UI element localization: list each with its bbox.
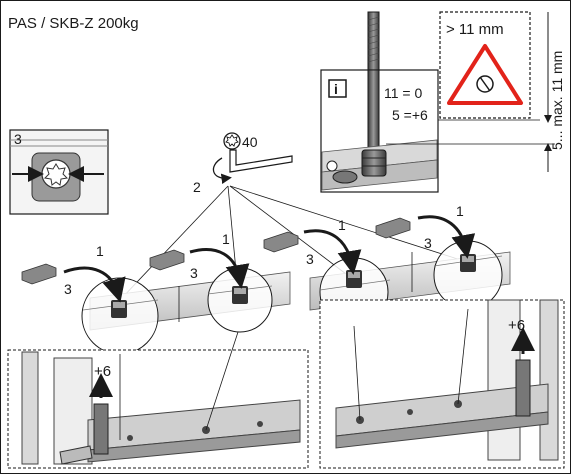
clip-pieces (21, 217, 411, 285)
step-1-label-a: 1 (96, 243, 104, 259)
step-1-label-c: 1 (338, 217, 346, 233)
threaded-rod-detail: i 11 = 0 5 =+6 (320, 11, 439, 193)
tool-callout: 40 2 (119, 132, 468, 301)
info-row-b: 5 =+6 (392, 107, 428, 123)
step-1-label-b: 1 (222, 231, 230, 247)
step-3-label-c: 3 (306, 251, 314, 267)
step-3-label-b: 3 (190, 265, 198, 281)
bottom-right-assembly: +6 (319, 299, 565, 469)
torx-inset: 3 (9, 129, 109, 215)
warning-triangle-icon (447, 44, 523, 105)
bottom-left-assembly: +6 (7, 331, 309, 469)
dimension-label: 5... max. 11 mm (549, 51, 565, 150)
lift-label-right: +6 (508, 317, 525, 334)
warning-panel: > 11 mm (439, 11, 531, 119)
info-symbol: i (334, 81, 338, 97)
torx-size: 40 (242, 134, 258, 150)
step-3-label-d: 3 (424, 235, 432, 251)
info-icon (328, 79, 347, 98)
step-3-label-a: 3 (64, 281, 72, 297)
rotation-arrows (63, 215, 476, 303)
page-title: PAS / SKB-Z 200kg (8, 15, 139, 32)
step-2-label: 2 (193, 179, 201, 195)
step-labels: 1 3 1 3 1 3 1 3 (64, 203, 464, 297)
warning-label: > 11 mm (446, 21, 504, 38)
info-row-a: 11 = 0 (384, 85, 422, 101)
inset-label: 3 (14, 131, 22, 147)
lift-label-left: +6 (94, 363, 111, 380)
step-1-label-d: 1 (456, 203, 464, 219)
torx-icon (223, 132, 241, 150)
dimension-indicator: 5... max. 11 mm (386, 12, 565, 172)
middle-rail-right (309, 240, 511, 327)
